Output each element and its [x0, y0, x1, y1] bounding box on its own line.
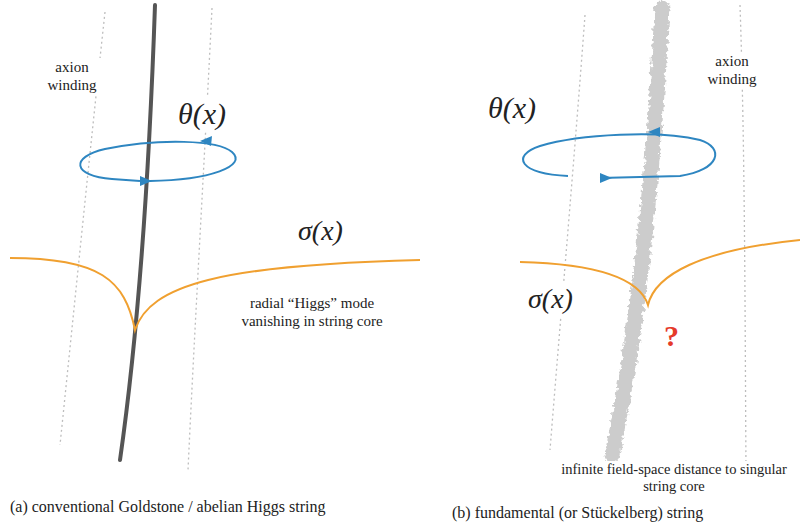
field-symbol: σ(x)	[296, 214, 345, 248]
winding-loop	[80, 142, 235, 181]
field-symbol: σ(x)	[526, 282, 575, 316]
dotted-guide	[550, 15, 585, 450]
higgs-string	[120, 5, 155, 460]
fuzzy-string	[612, 8, 662, 455]
field-symbol: θ(x)	[486, 90, 538, 126]
annotation: axion winding	[30, 58, 114, 94]
panel-caption: (b) fundamental (or Stückelberg) string	[450, 503, 705, 522]
winding-loop	[523, 134, 715, 178]
annotation: radial “Higgs” mode vanishing in string …	[225, 294, 399, 330]
arrow-head	[600, 173, 612, 183]
arrow-head	[140, 176, 152, 186]
arrow-head	[200, 136, 212, 146]
arrow-head	[648, 127, 660, 137]
panel-caption: (a) conventional Goldstone / abelian Hig…	[8, 497, 327, 516]
dotted-guide	[188, 8, 212, 470]
question-mark: ?	[662, 318, 681, 354]
annotation: infinite field-space distance to singula…	[552, 461, 796, 496]
annotation: axion winding	[690, 52, 774, 88]
field-symbol: θ(x)	[176, 96, 228, 132]
sigma-profile	[10, 258, 420, 330]
